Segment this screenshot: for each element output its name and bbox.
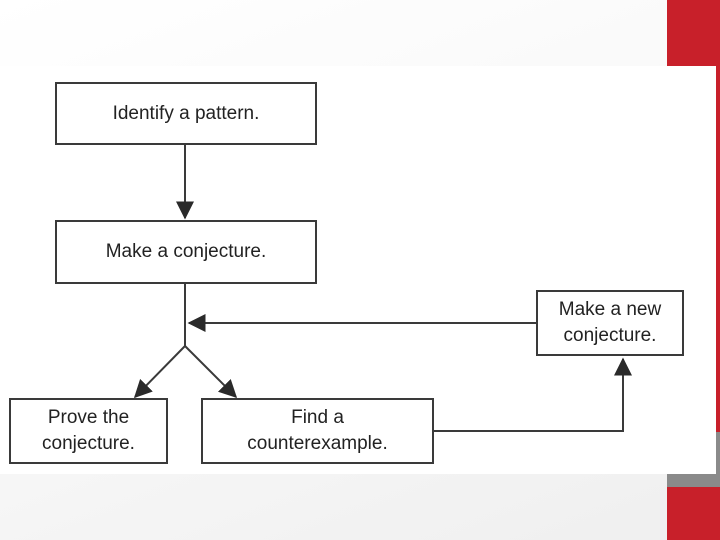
node-make-conjecture: Make a conjecture. [55,220,317,284]
accent-bar-bottom [667,487,720,540]
node-make-new-conjecture: Make a new conjecture. [536,290,684,356]
node-identify-pattern: Identify a pattern. [55,82,317,145]
node-make-conjecture-label: Make a conjecture. [105,241,267,263]
node-prove-conjecture: Prove the conjecture. [9,398,168,464]
node-find-counterexample-label: Find a counterexample. [247,407,388,454]
arrow-to-counterexample [184,345,238,399]
arrow-to-prove [133,345,186,399]
node-prove-conjecture-label: Prove the conjecture. [42,407,135,454]
node-identify-pattern-label: Identify a pattern. [112,102,260,124]
arrow-counterexample-to-new-conjecture [433,357,632,432]
node-find-counterexample: Find a counterexample. [201,398,434,464]
node-make-new-conjecture-label: Make a new conjecture. [558,299,662,346]
